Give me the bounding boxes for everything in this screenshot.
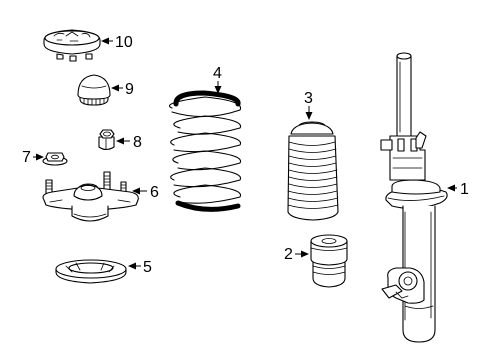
callout-10: 10 — [101, 34, 133, 51]
flange-nut-part — [42, 152, 68, 166]
callout-number-6: 6 — [150, 184, 159, 201]
callout-number-2: 2 — [284, 246, 293, 263]
callout-number-1: 1 — [460, 181, 469, 198]
callout-5: 5 — [128, 259, 152, 276]
callout-number-3: 3 — [304, 90, 313, 107]
lower-spring-seat-part — [55, 259, 127, 284]
strut-assembly-part — [380, 52, 448, 343]
callout-number-4: 4 — [213, 65, 222, 82]
callout-6: 6 — [132, 184, 159, 201]
callout-3: 3 — [304, 90, 313, 120]
callout-number-10: 10 — [115, 34, 133, 51]
callout-1: 1 — [447, 181, 469, 198]
callout-number-7: 7 — [22, 149, 31, 166]
strut-rod-nut-part — [98, 129, 115, 151]
callout-4: 4 — [213, 65, 222, 94]
callout-9: 9 — [111, 81, 134, 98]
mount-bushing-part — [77, 74, 111, 106]
dust-boot-part — [287, 121, 339, 221]
callout-number-8: 8 — [133, 134, 142, 151]
bump-stop-part — [310, 234, 348, 288]
callout-number-5: 5 — [143, 259, 152, 276]
callout-7: 7 — [22, 149, 44, 166]
coil-spring-part — [169, 90, 242, 212]
callout-2: 2 — [284, 246, 309, 263]
mount-cap-part — [43, 29, 101, 62]
upper-strut-mount-part — [42, 171, 139, 222]
callout-8: 8 — [116, 134, 142, 151]
callout-number-9: 9 — [125, 81, 134, 98]
